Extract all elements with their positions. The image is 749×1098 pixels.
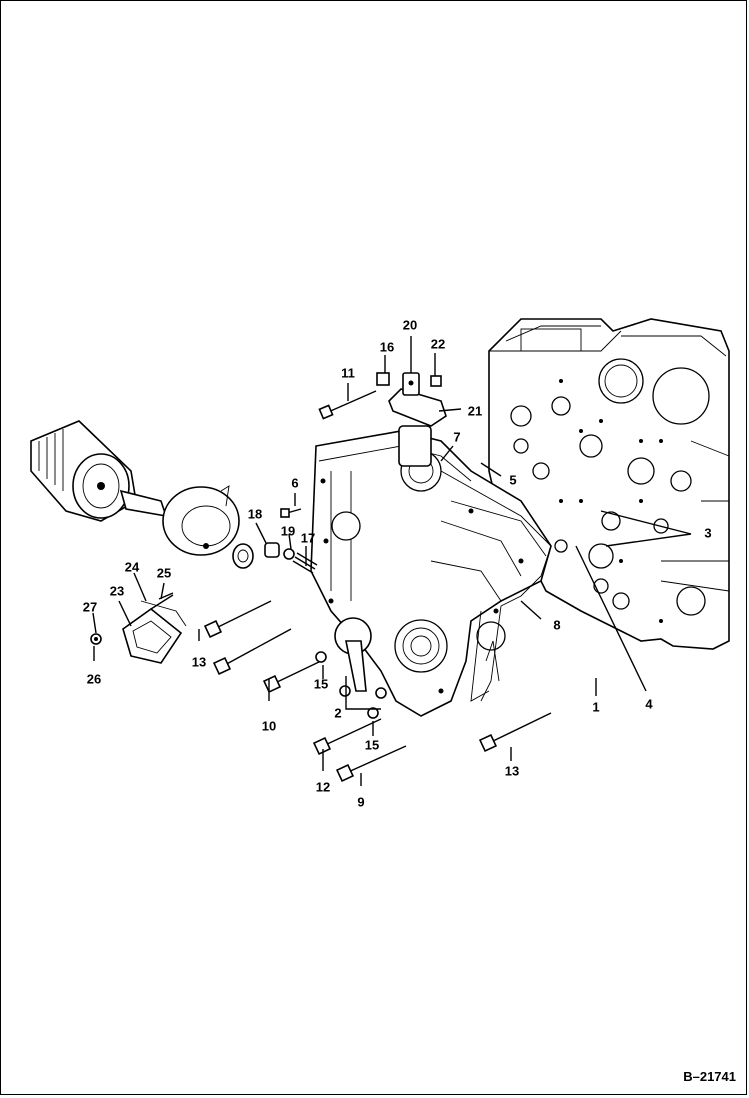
callout-13-right: 13 [504,763,520,779]
callout-17: 17 [300,530,316,546]
callout-8: 8 [553,617,561,633]
callout-15-lower: 15 [364,737,380,753]
filter-base-plate [90,594,187,664]
callout-9: 9 [357,794,365,810]
top-cover [376,372,447,427]
callout-21: 21 [467,403,483,419]
callout-6: 6 [291,475,299,491]
bolts [158,390,552,783]
oil-filter [30,420,137,522]
reference-code: B–21741 [683,1069,736,1084]
callout-16: 16 [379,339,395,355]
callout-26: 26 [86,671,102,687]
callout-22: 22 [430,336,446,352]
relief-valve-parts [264,542,318,574]
callout-15-upper: 15 [313,676,329,692]
callout-3: 3 [704,525,712,541]
callout-19: 19 [280,523,296,539]
callout-7: 7 [453,429,461,445]
gasket [440,470,552,702]
gear-case [310,425,552,717]
callout-20: 20 [402,317,418,333]
callout-5: 5 [509,472,517,488]
callout-2: 2 [334,705,342,721]
callout-23: 23 [109,583,125,599]
callout-4: 4 [645,696,653,712]
callout-13-left: 13 [191,654,207,670]
leader-lines [92,336,692,786]
callout-24: 24 [124,559,140,575]
oil-pump [119,485,254,569]
callout-25: 25 [156,565,172,581]
engine-block [488,318,730,650]
callout-11: 11 [341,365,355,381]
callout-10: 10 [261,718,277,734]
callout-1: 1 [592,699,600,715]
callout-27: 27 [82,599,98,615]
callout-18: 18 [247,506,263,522]
callout-12: 12 [315,779,331,795]
